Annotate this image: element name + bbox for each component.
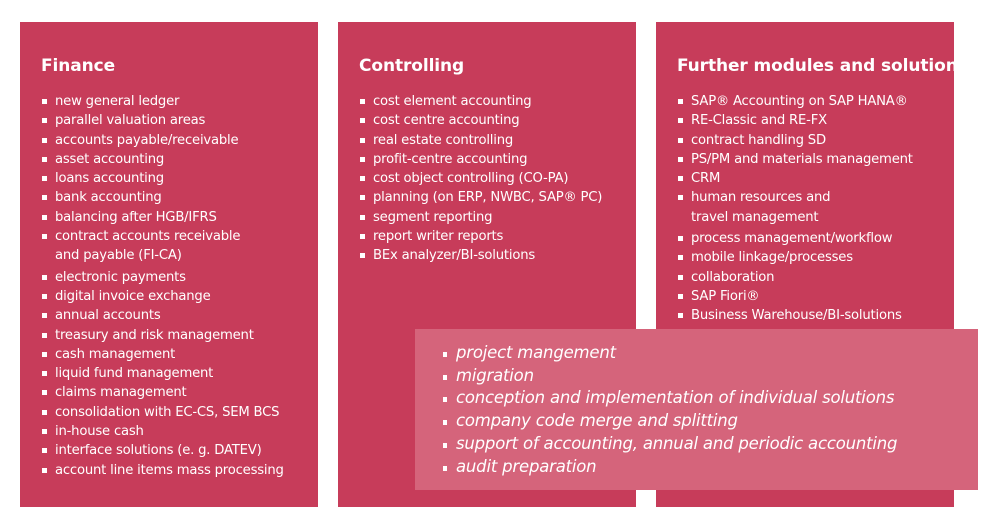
- list-item: PS/PM and materials management: [677, 150, 954, 169]
- list-item: report writer reports: [359, 227, 636, 246]
- list-item: planning (on ERP, NWBC, SAP® PC): [359, 188, 636, 207]
- list-item: accounts payable/receivable: [41, 131, 318, 150]
- list-item: real estate controlling: [359, 131, 636, 150]
- list-item: project mangement: [442, 342, 978, 365]
- list-item: Business Warehouse/BI-solutions: [677, 306, 954, 325]
- panel-title: Finance: [41, 56, 116, 76]
- list-item: conception and implementation of individ…: [442, 387, 978, 410]
- list-item: asset accounting: [41, 150, 318, 169]
- list-item: company code merge and splitting: [442, 410, 978, 433]
- panel-title: Further modules and solutions: [677, 56, 968, 76]
- list-item: migration: [442, 365, 978, 388]
- list-item: cost centre accounting: [359, 111, 636, 130]
- list-item: consolidation with EC-CS, SEM BCS: [41, 403, 318, 422]
- list-item: profit-centre accounting: [359, 150, 636, 169]
- list-item: liquid fund management: [41, 364, 318, 383]
- list-item: electronic payments: [41, 268, 318, 287]
- list-item: mobile linkage/processes: [677, 248, 954, 267]
- list-item: in-house cash: [41, 422, 318, 441]
- list-item: audit preparation: [442, 456, 978, 479]
- further-modules-list: SAP® Accounting on SAP HANA®RE-Classic a…: [677, 92, 954, 326]
- list-item: bank accounting: [41, 188, 318, 207]
- panel-title: Controlling: [359, 56, 465, 76]
- list-item: SAP® Accounting on SAP HANA®: [677, 92, 954, 111]
- list-item: interface solutions (e. g. DATEV): [41, 441, 318, 460]
- list-item: support of accounting, annual and period…: [442, 433, 978, 456]
- list-item: cash management: [41, 345, 318, 364]
- list-item: RE-Classic and RE-FX: [677, 111, 954, 130]
- list-item: segment reporting: [359, 208, 636, 227]
- list-item: SAP Fiori®: [677, 287, 954, 306]
- list-item: human resources and travel management: [677, 188, 954, 227]
- list-item: process management/workflow: [677, 229, 954, 248]
- list-item: contract accounts receivable and payable…: [41, 227, 318, 266]
- list-item: digital invoice exchange: [41, 287, 318, 306]
- list-item: claims management: [41, 383, 318, 402]
- list-item: loans accounting: [41, 169, 318, 188]
- list-item: treasury and risk management: [41, 326, 318, 345]
- list-item: BEx analyzer/BI-solutions: [359, 246, 636, 265]
- list-item: account line items mass processing: [41, 461, 318, 480]
- list-item: parallel valuation areas: [41, 111, 318, 130]
- list-item: annual accounts: [41, 306, 318, 325]
- list-item: cost object controlling (CO-PA): [359, 169, 636, 188]
- list-item: new general ledger: [41, 92, 318, 111]
- list-item: collaboration: [677, 268, 954, 287]
- list-item: cost element accounting: [359, 92, 636, 111]
- list-item: balancing after HGB/IFRS: [41, 208, 318, 227]
- list-item: contract handling SD: [677, 131, 954, 150]
- list-item: CRM: [677, 169, 954, 188]
